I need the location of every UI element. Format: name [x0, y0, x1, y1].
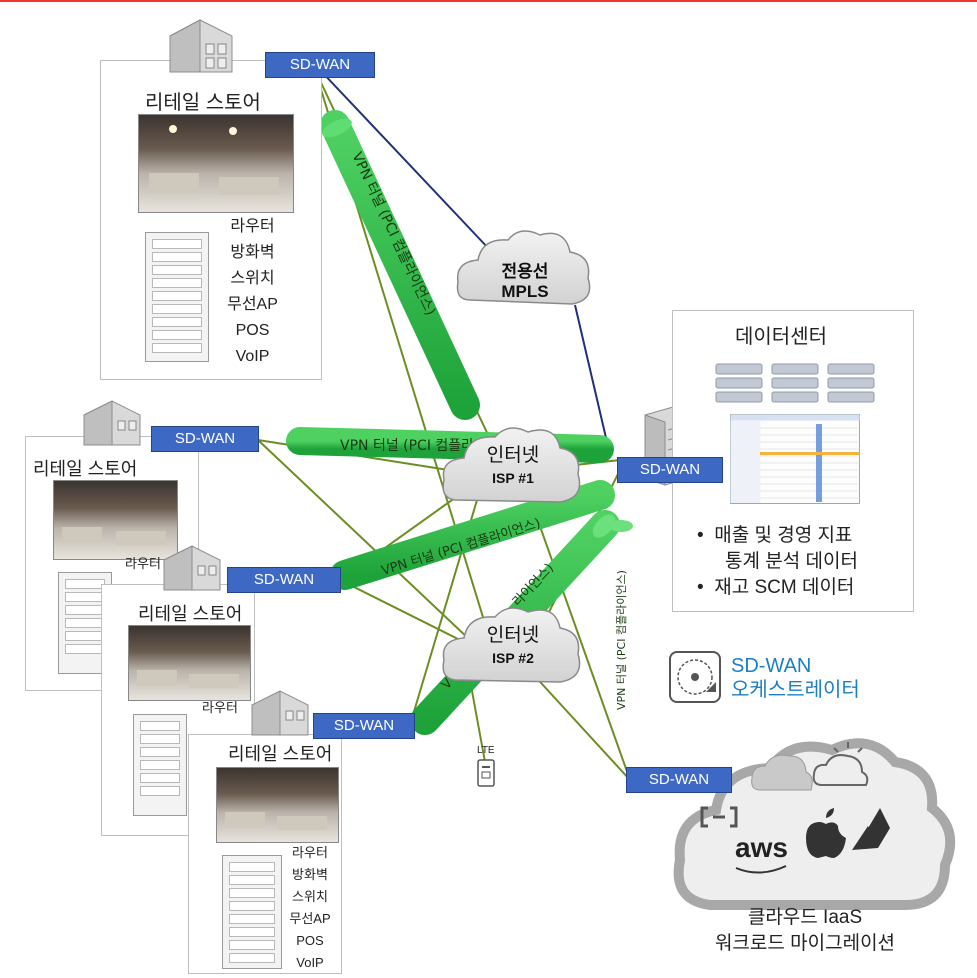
store-building-icon — [251, 690, 309, 736]
store-photo-3 — [128, 625, 251, 701]
bullet-analytics: 통계 분석 데이터 — [725, 551, 858, 572]
cloud-logos — [700, 742, 890, 874]
device-list-3: 라우터 — [202, 700, 238, 715]
isp1-cloud — [442, 427, 581, 503]
rack-icon-4 — [222, 855, 282, 969]
sdwan-store4: SD-WAN — [313, 713, 415, 739]
vpn-tunnel-cloud: VPN 터널 (PCI 컴플라이언스) — [609, 518, 633, 757]
mpls-links — [319, 69, 611, 456]
device-wireless-ap: 무선AP — [227, 296, 278, 313]
vpn-tunnel-store1: VPN 터널 (PCI 컴플라이언스) — [320, 110, 480, 420]
link-isp2-lte — [469, 679, 486, 763]
aws-label: aws — [735, 832, 788, 863]
lte-modem-icon — [477, 759, 495, 787]
device-voip: VoIP — [235, 348, 270, 365]
lte-label: LTE — [477, 745, 495, 756]
aws-smile — [735, 865, 787, 874]
store-photo-1 — [138, 114, 294, 213]
mpls-cloud-label: 전용선 MPLS — [501, 262, 549, 301]
device-pos: POS — [235, 322, 270, 339]
device-list-2: 라우터 — [125, 556, 161, 571]
azure-logo — [852, 808, 890, 850]
store-title-4: 리테일 스토어 — [228, 744, 333, 764]
bullet-sales-kpi: 매출 및 경영 지표 — [714, 525, 853, 546]
sdwan-datacenter: SD-WAN — [617, 457, 723, 483]
store-title-2: 리테일 스토어 — [33, 459, 138, 479]
link-store1-mpls — [319, 69, 491, 251]
datacenter-title: 데이터센터 — [735, 326, 827, 348]
store-photo-4 — [216, 767, 339, 843]
device-router: 라우터 — [230, 218, 275, 235]
weather-cloud-logo — [812, 742, 869, 786]
link-store2-isp2 — [257, 439, 471, 641]
gcp-logo — [751, 754, 813, 791]
rack-icon-1 — [145, 232, 209, 362]
orchestrator-label: SD-WAN 오케스트레이터 — [731, 655, 860, 701]
store-building-icon — [163, 545, 221, 591]
apple-logo — [806, 808, 846, 858]
dc-servers — [715, 363, 875, 403]
store-building-icon — [169, 19, 233, 73]
cloud-caption: 클라우드 IaaS 워크로드 마이그레이션 — [714, 907, 896, 954]
device-firewall: 방화벽 — [230, 244, 275, 261]
device-switch: 스위치 — [230, 270, 275, 287]
sdwan-store1: SD-WAN — [265, 52, 375, 78]
orchestrator-icon — [669, 651, 721, 703]
vpn-label-store1: VPN 터널 (PCI 컴플라이언스) — [348, 150, 438, 318]
bullet-scm: 재고 SCM 데이터 — [714, 577, 855, 598]
rack-icon-3 — [133, 714, 187, 816]
store-panel-1 — [100, 60, 322, 380]
top-rule — [0, 0, 977, 2]
oracle-logo — [700, 806, 738, 828]
sdwan-store2: SD-WAN — [151, 426, 259, 452]
store-photo-2 — [53, 480, 178, 560]
store-title-1: 리테일 스토어 — [145, 92, 261, 114]
link-mpls-dc — [574, 304, 611, 456]
sdwan-store3: SD-WAN — [227, 567, 341, 593]
device-list-4: 라우터 방화벽 스위치 무선AP POS VoIP — [289, 845, 331, 970]
store-title-3: 리테일 스토어 — [138, 604, 243, 624]
device-list-1: 라우터 방화벽 스위치 무선AP POS VoIP — [215, 214, 290, 370]
vpn-label-cloud: VPN 터널 (PCI 컴플라이언스) — [615, 570, 628, 710]
isp1-cloud-label: 인터넷 ISP #1 — [486, 445, 540, 486]
isp2-cloud-label: 인터넷 ISP #2 — [486, 625, 540, 666]
sdwan-cloud: SD-WAN — [626, 767, 732, 793]
mpls-cloud — [456, 230, 591, 305]
dashboard-screenshot — [730, 414, 860, 504]
link-store3-isp2 — [339, 579, 471, 646]
isp2-cloud — [442, 607, 581, 683]
store-building-icon — [83, 400, 141, 446]
